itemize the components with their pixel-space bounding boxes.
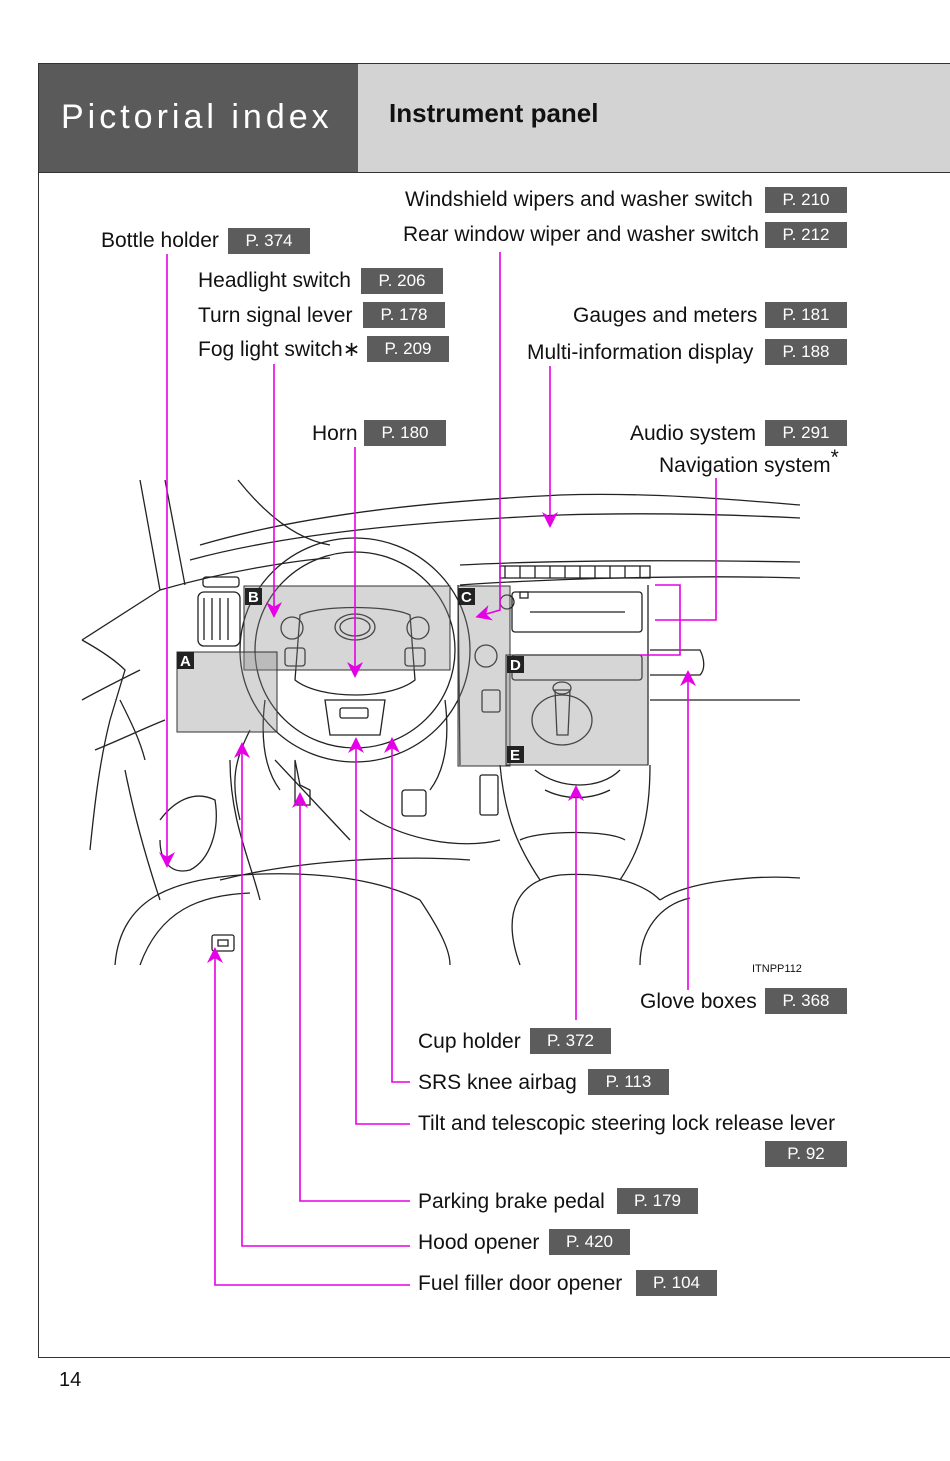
- zone-b-letter: B: [248, 589, 259, 606]
- page-badge-fog-light[interactable]: P. 209: [367, 336, 449, 362]
- label-tilt-telescopic: Tilt and telescopic steering lock releas…: [418, 1112, 836, 1135]
- zone-letters: A B C D E: [177, 588, 524, 764]
- page-badge-windshield-wipers[interactable]: P. 210: [765, 187, 847, 213]
- label-windshield-wipers: Windshield wipers and washer switch: [405, 188, 753, 211]
- label-rear-wiper: Rear window wiper and washer switch: [403, 223, 759, 246]
- navigation-asterisk: *: [830, 446, 839, 469]
- page-badge-gauges[interactable]: P. 181: [765, 302, 847, 328]
- fog-light-asterisk: ∗: [342, 338, 361, 361]
- label-headlight-switch: Headlight switch: [198, 269, 351, 292]
- callout-lines: [159, 252, 717, 1286]
- page-badge-hood-opener[interactable]: P. 420: [549, 1229, 630, 1255]
- label-cup-holder: Cup holder: [418, 1030, 521, 1053]
- label-turn-signal: Turn signal lever: [198, 304, 353, 327]
- left-rule: [38, 63, 39, 1358]
- page-badge-cup-holder[interactable]: P. 372: [530, 1028, 611, 1054]
- zone-boxes: [176, 585, 649, 767]
- zone-a-marker: [177, 652, 194, 669]
- page-badge-audio[interactable]: P. 291: [765, 420, 847, 446]
- page-badge-glove-boxes[interactable]: P. 368: [765, 988, 847, 1014]
- label-hood-opener: Hood opener: [418, 1231, 540, 1254]
- label-navigation-text: Navigation system: [659, 454, 831, 477]
- callout-audio: [640, 584, 681, 656]
- page-badge-multi-info[interactable]: P. 188: [765, 339, 847, 365]
- page-number: 14: [59, 1369, 82, 1391]
- callout-knee-airbag: [384, 737, 410, 1083]
- page-badge-turn-signal[interactable]: P. 178: [363, 302, 445, 328]
- zone-e-marker: [507, 746, 524, 763]
- label-fog-light-text: Fog light switch: [198, 338, 343, 361]
- page-badge-knee-airbag[interactable]: P. 113: [588, 1069, 669, 1095]
- page-badge-tilt-telescopic[interactable]: P. 92: [765, 1141, 847, 1167]
- image-code: ITNPP112: [752, 963, 802, 975]
- label-gauges: Gauges and meters: [573, 304, 758, 327]
- zone-a-letter: A: [180, 653, 191, 670]
- zone-d-letter: D: [510, 657, 521, 674]
- top-rule: [38, 63, 950, 64]
- page-badge-fuel-filler[interactable]: P. 104: [636, 1270, 717, 1296]
- zone-c-marker: [458, 588, 475, 605]
- zone-e-letter: E: [510, 747, 520, 764]
- page-badge-rear-wiper[interactable]: P. 212: [765, 222, 847, 248]
- label-multi-info: Multi-information display: [527, 341, 754, 364]
- label-knee-airbag: SRS knee airbag: [418, 1071, 577, 1094]
- label-parking-brake: Parking brake pedal: [418, 1190, 605, 1213]
- car-interior-drawing: [81, 479, 801, 966]
- header-rule: [38, 172, 950, 173]
- page-badge-bottle-holder[interactable]: P. 374: [228, 228, 310, 254]
- label-horn: Horn: [312, 422, 358, 445]
- label-fuel-filler: Fuel filler door opener: [418, 1272, 623, 1295]
- callout-fuel-filler: [207, 947, 410, 1286]
- zone-c-box: [457, 585, 511, 767]
- title-bar: Instrument panel: [358, 64, 950, 172]
- section-title: Pictorial index: [61, 98, 333, 136]
- label-glove-boxes: Glove boxes: [640, 990, 757, 1013]
- label-bottle-holder: Bottle holder: [101, 229, 219, 252]
- callout-hood-opener: [234, 742, 410, 1247]
- label-navigation: Navigation system*: [659, 446, 839, 479]
- section-tab: Pictorial index: [39, 64, 358, 172]
- label-audio: Audio system: [630, 422, 757, 445]
- callout-tilt-lever: [348, 737, 410, 1125]
- zone-de-box: [505, 654, 649, 766]
- page-title: Instrument panel: [389, 98, 599, 128]
- page-badge-parking-brake[interactable]: P. 179: [617, 1188, 698, 1214]
- callout-rear-wiper: [475, 252, 501, 621]
- zone-b-marker: [245, 588, 262, 605]
- page-badge-horn[interactable]: P. 180: [364, 420, 446, 446]
- zone-d-marker: [507, 656, 524, 673]
- callout-parking-brake: [292, 792, 410, 1202]
- page-badge-headlight-switch[interactable]: P. 206: [361, 268, 443, 294]
- callout-navigation: [655, 478, 717, 621]
- bottom-rule: [38, 1357, 950, 1358]
- label-fog-light: Fog light switch∗: [198, 337, 360, 363]
- zone-c-letter: C: [461, 589, 472, 606]
